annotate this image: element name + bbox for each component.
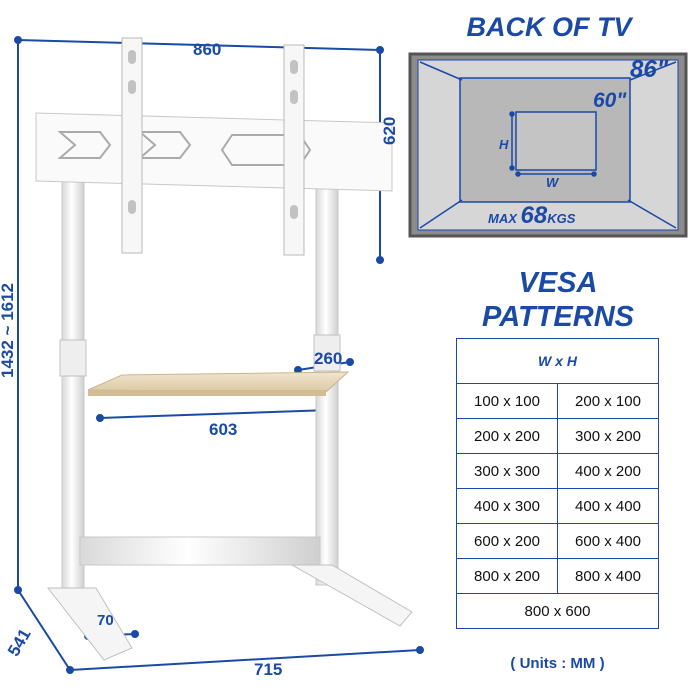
min-size-label: 60" bbox=[593, 89, 627, 112]
base-width-label: 715 bbox=[254, 660, 283, 679]
bracket-height-label: 620 bbox=[380, 116, 399, 145]
vesa-cell: 200 x 200 bbox=[456, 418, 558, 454]
vesa-title-line1: VESA bbox=[518, 267, 598, 299]
vesa-cell: 300 x 200 bbox=[557, 418, 659, 454]
vesa-cell: 400 x 300 bbox=[456, 488, 558, 524]
table-row: 600 x 200 600 x 400 bbox=[456, 523, 659, 559]
vesa-cell: 800 x 200 bbox=[456, 558, 558, 594]
table-row: 200 x 200 300 x 200 bbox=[456, 418, 659, 454]
vesa-cell: 600 x 200 bbox=[456, 523, 558, 559]
table-row: 400 x 300 400 x 400 bbox=[456, 488, 659, 524]
table-row: 300 x 300 400 x 200 bbox=[456, 453, 659, 489]
vesa-table: W x H 100 x 100 200 x 100 200 x 200 300 … bbox=[456, 338, 659, 629]
max-load-unit: KGS bbox=[547, 211, 576, 226]
vesa-w-label: W bbox=[546, 175, 559, 190]
vesa-h-label: H bbox=[499, 137, 509, 152]
max-load-value: 68 bbox=[520, 202, 548, 229]
vesa-cell: 800 x 400 bbox=[557, 558, 659, 594]
width-top-label: 860 bbox=[193, 40, 222, 59]
table-row: 800 x 200 800 x 400 bbox=[456, 558, 659, 594]
table-row: 800 x 600 bbox=[456, 593, 659, 629]
max-load-label: MAX 68KGS bbox=[488, 202, 575, 230]
foot-width-label: 70 bbox=[97, 612, 114, 629]
max-size-label: 86" bbox=[630, 56, 669, 83]
vesa-cell: 600 x 400 bbox=[557, 523, 659, 559]
shelf-width-label: 603 bbox=[209, 420, 238, 439]
back-of-tv-title: BACK OF TV bbox=[466, 12, 632, 42]
vesa-title: VESA PATTERNS bbox=[440, 266, 676, 334]
height-range-label: 1432 ~ 1612 bbox=[0, 282, 17, 378]
back-of-tv-diagram bbox=[408, 52, 688, 238]
max-load-prefix: MAX bbox=[488, 211, 517, 226]
vesa-cell: 800 x 600 bbox=[456, 593, 659, 629]
vesa-cell: 400 x 200 bbox=[557, 453, 659, 489]
table-row: 100 x 100 200 x 100 bbox=[456, 383, 659, 419]
vesa-cell: 300 x 300 bbox=[456, 453, 558, 489]
vesa-cell: 400 x 400 bbox=[557, 488, 659, 524]
units-label: ( Units : MM ) bbox=[510, 655, 605, 672]
vesa-title-line2: PATTERNS bbox=[482, 301, 634, 333]
vesa-cell: 100 x 100 bbox=[456, 383, 558, 419]
vesa-table-header: W x H bbox=[456, 338, 659, 384]
vesa-cell: 200 x 100 bbox=[557, 383, 659, 419]
shelf-depth-label: 260 bbox=[314, 349, 343, 368]
